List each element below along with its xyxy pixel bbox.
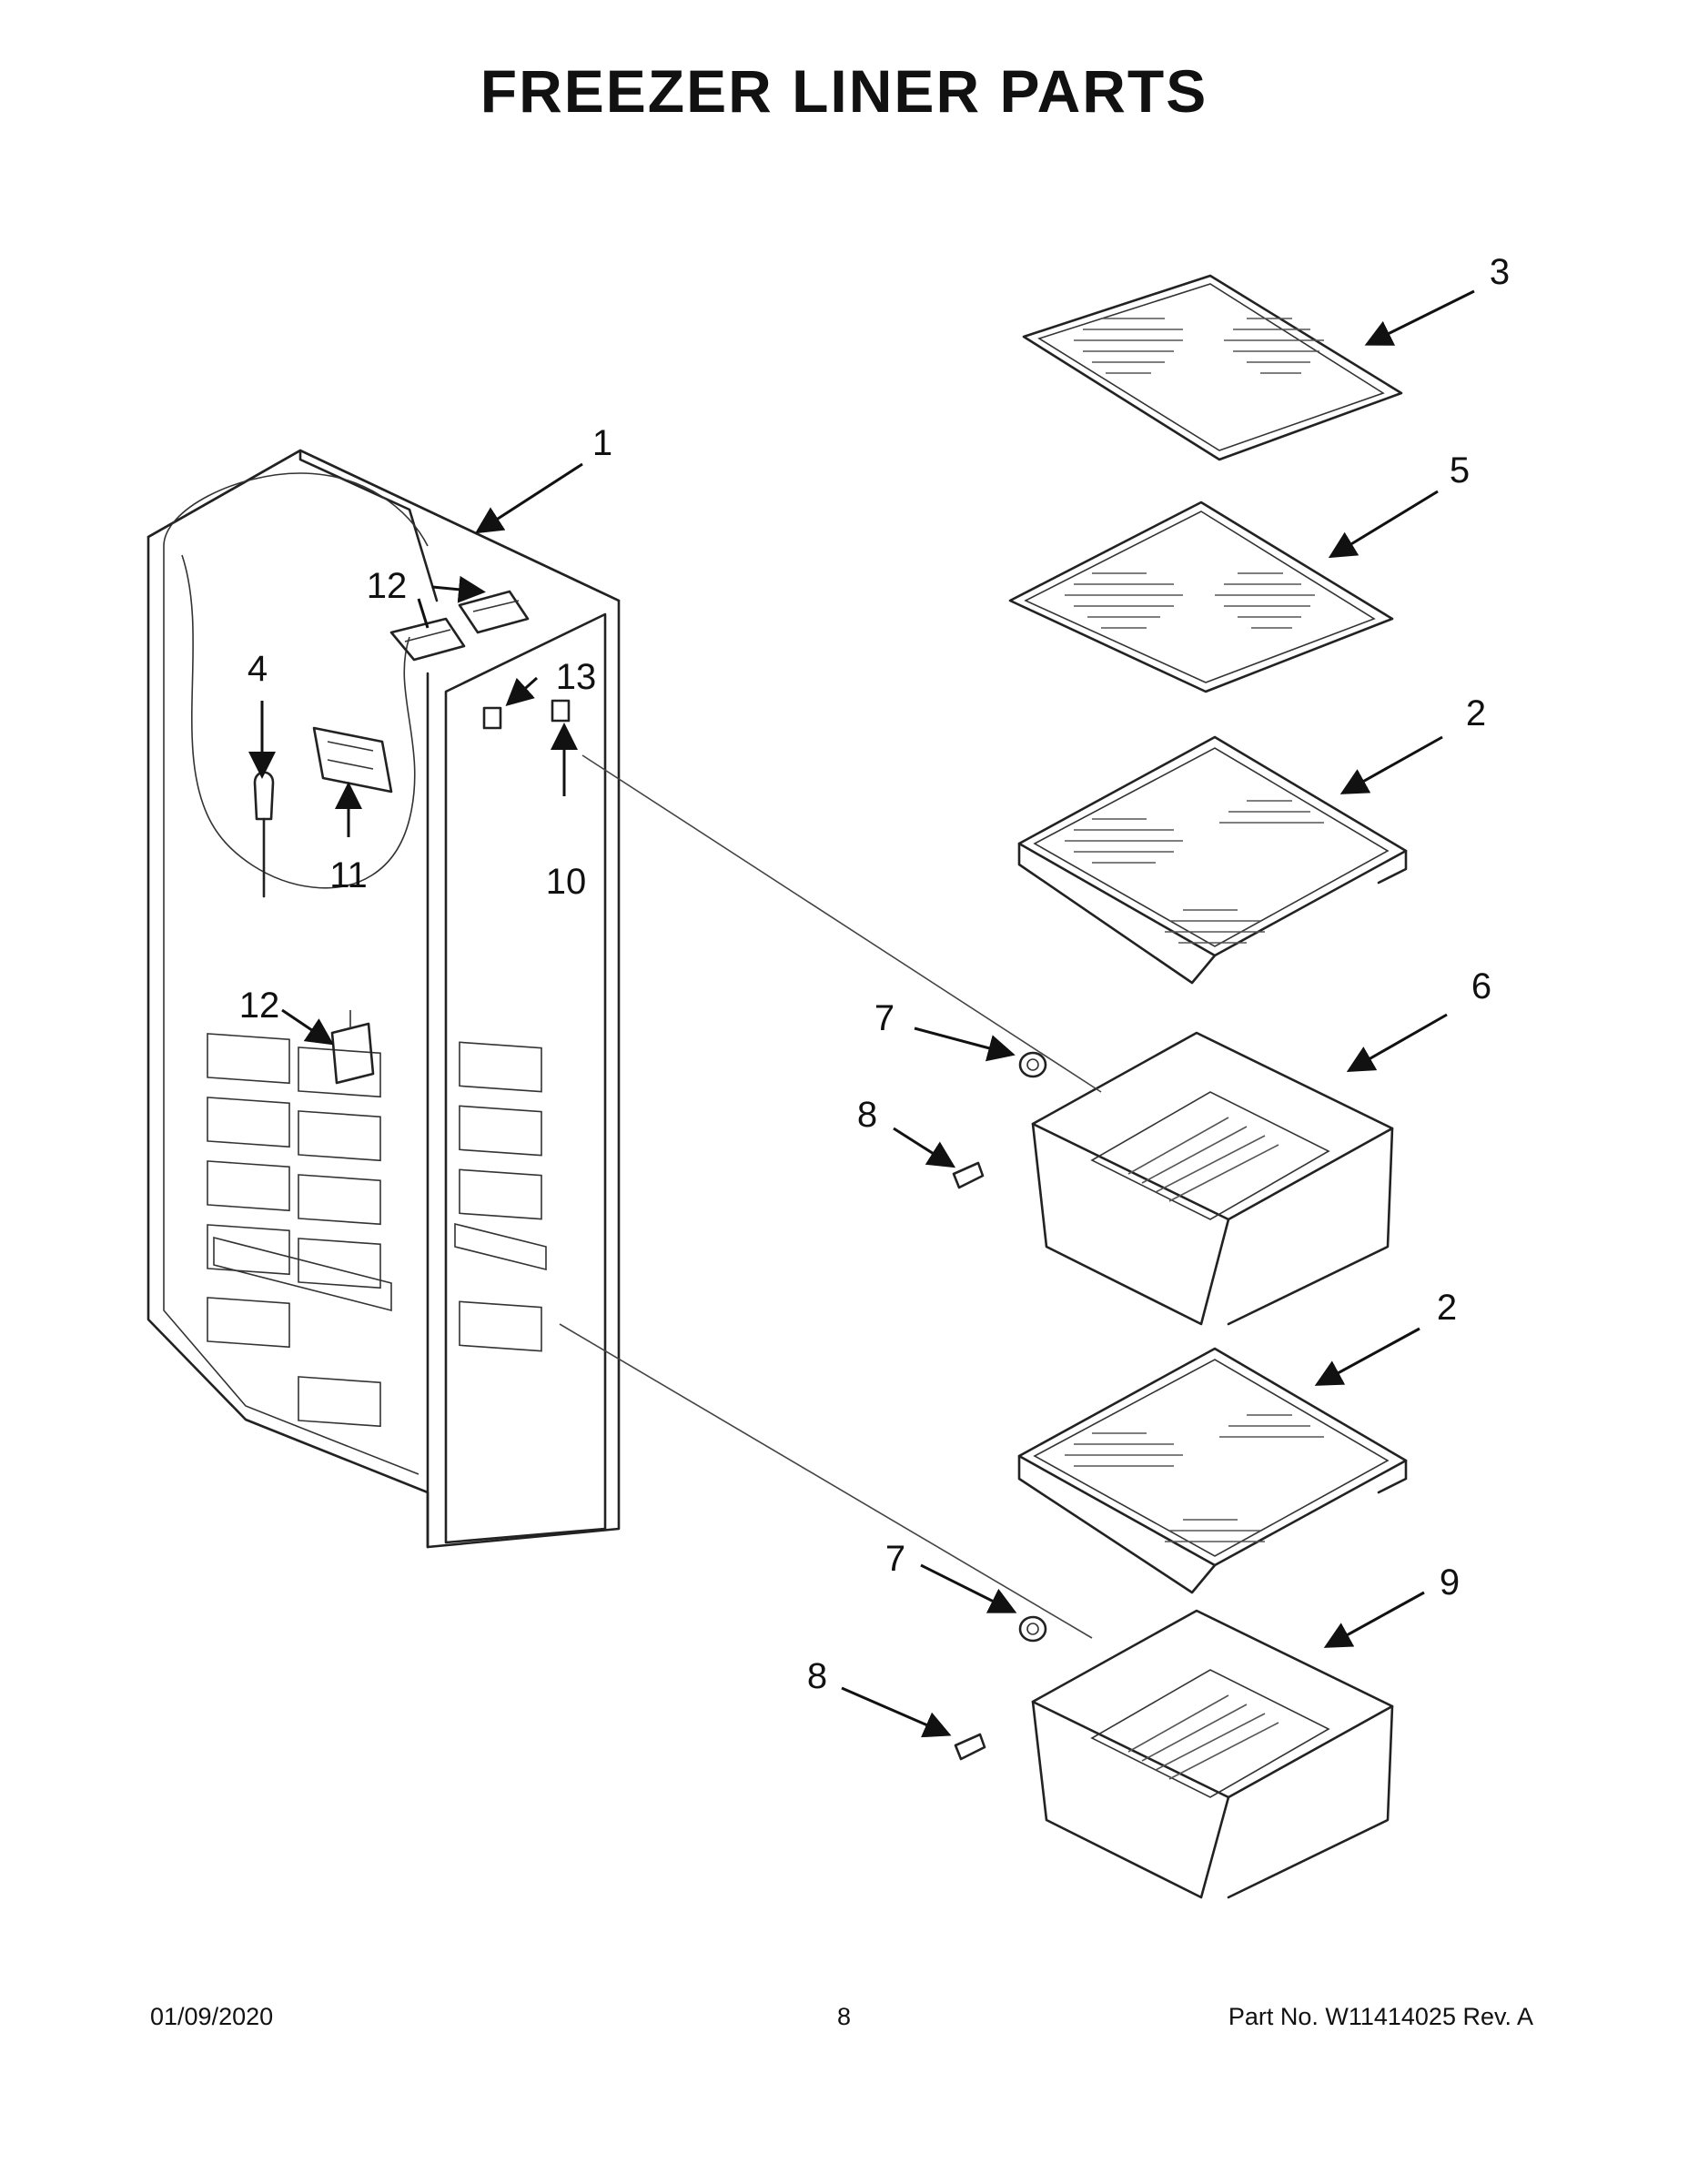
freezer-liner xyxy=(147,449,621,1549)
callout-13: 13 xyxy=(556,657,597,697)
glass-shelf-5 xyxy=(1008,500,1394,693)
screw-8-upper xyxy=(952,1161,985,1189)
clip-right xyxy=(551,699,571,723)
footer-page-number: 8 xyxy=(836,2003,852,2030)
callout-3: 3 xyxy=(1490,252,1510,292)
callout-9: 9 xyxy=(1440,1562,1460,1603)
callout-10: 10 xyxy=(546,862,587,902)
screw-8-lower xyxy=(954,1733,986,1761)
freezer-basket-6 xyxy=(1031,1031,1394,1326)
callout-leaders xyxy=(248,289,1475,1738)
footer-part-number: Part No. W11414025 Rev. A xyxy=(1228,2003,1533,2030)
callout-2-lower: 2 xyxy=(1437,1288,1457,1328)
roller-7-lower xyxy=(1018,1615,1047,1643)
callout-8-lower: 8 xyxy=(807,1656,827,1696)
callout-12-upper: 12 xyxy=(367,566,408,606)
alignment-line-upper xyxy=(581,754,1102,1093)
slide-shelf-2-lower xyxy=(1017,1347,1408,1594)
lamp-housing xyxy=(312,726,393,794)
callout-6: 6 xyxy=(1471,966,1491,1006)
clip-left xyxy=(482,706,502,730)
callout-labels: 1 2 2 3 4 5 6 7 7 8 8 9 10 11 12 12 13 xyxy=(239,252,1510,1696)
footer-date: 01/09/2020 xyxy=(150,2003,274,2030)
callout-7-upper: 7 xyxy=(874,998,895,1038)
callout-2-upper: 2 xyxy=(1466,693,1486,733)
slide-shelf-2-upper xyxy=(1017,735,1408,985)
alignment-line-lower xyxy=(559,1323,1093,1639)
callout-5: 5 xyxy=(1450,450,1470,490)
glass-shelf-3 xyxy=(1022,274,1403,461)
callout-1: 1 xyxy=(592,423,612,463)
callout-11: 11 xyxy=(329,855,368,895)
freezer-basket-9 xyxy=(1031,1609,1394,1899)
led-boards-top xyxy=(389,590,530,662)
roller-7-upper xyxy=(1018,1051,1047,1078)
led-board-mid xyxy=(330,1010,375,1085)
page-title: FREEZER LINER PARTS xyxy=(480,57,1208,125)
callout-12-lower: 12 xyxy=(239,986,280,1026)
thermistor-sensor xyxy=(253,771,275,898)
callout-7-lower: 7 xyxy=(885,1539,905,1579)
callout-4: 4 xyxy=(248,649,268,689)
liner-panels xyxy=(207,1033,547,1428)
callout-8-upper: 8 xyxy=(857,1095,877,1135)
